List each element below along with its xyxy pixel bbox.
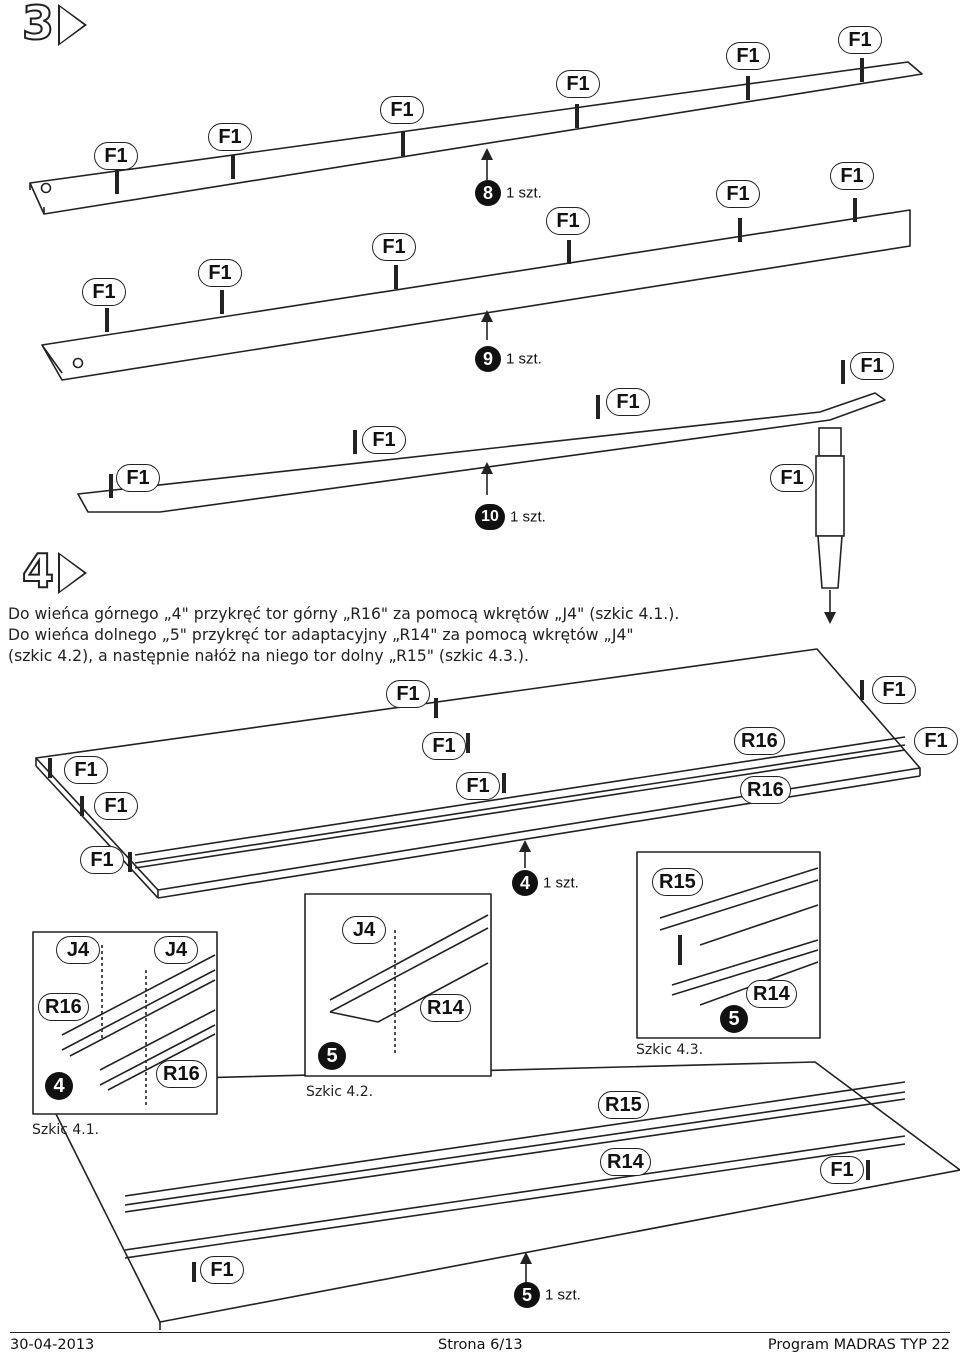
part-label-f1: F1	[606, 388, 650, 416]
part-label-f1: F1	[838, 26, 882, 54]
sketch-caption: Szkic 4.3.	[636, 1042, 704, 1058]
footer-date: 30-04-2013	[10, 1337, 95, 1353]
part-label-r16: R16	[740, 776, 791, 804]
part-label-r15: R15	[598, 1091, 649, 1119]
instructions: Do wieńca górnego „4" przykręć tor górny…	[8, 604, 768, 667]
part-label-f1: F1	[456, 772, 500, 800]
part-label-f1: F1	[770, 464, 814, 492]
part-label-r14: R14	[746, 980, 797, 1008]
part-qty-10: 10 1 szt.	[475, 504, 546, 530]
instruction-line: Do wieńca dolnego „5" przykręć tor adapt…	[8, 626, 634, 644]
part-label-f1: F1	[726, 42, 770, 70]
part-label-f1: F1	[850, 352, 894, 380]
part-label-f1: F1	[422, 732, 466, 760]
step-number-3: 3	[21, 0, 55, 50]
part-qty-text: 1 szt.	[506, 350, 542, 368]
part-label-f1: F1	[386, 680, 430, 708]
part-label-f1: F1	[116, 464, 160, 492]
part-number-badge: 8	[475, 180, 501, 206]
part-label-f1: F1	[200, 1256, 244, 1284]
part-label-f1: F1	[372, 233, 416, 261]
part-label-f1: F1	[380, 96, 424, 124]
part-number-badge: 10	[475, 504, 505, 530]
part-label-j4: J4	[154, 936, 198, 964]
part-label-f1: F1	[820, 1156, 864, 1184]
part-label-r14: R14	[420, 994, 471, 1022]
sketch-badge: 5	[720, 1005, 748, 1033]
part-qty-4: 4 1 szt.	[512, 870, 579, 896]
part-label-f1: F1	[208, 123, 252, 151]
footer-program: Program MADRAS TYP 22	[767, 1337, 950, 1353]
sketch-badge: 4	[45, 1072, 73, 1100]
page-footer: 30-04-2013 Strona 6/13 Program MADRAS TY…	[10, 1332, 950, 1353]
part-label-f1: F1	[830, 162, 874, 190]
part-label-f1: F1	[914, 727, 958, 755]
step-number-4: 4	[21, 544, 55, 598]
part-label-j4: J4	[56, 936, 100, 964]
instruction-line: Do wieńca górnego „4" przykręć tor górny…	[8, 605, 680, 623]
sketch-caption: Szkic 4.2.	[306, 1084, 374, 1100]
part-qty-9: 9 1 szt.	[475, 346, 542, 372]
part-number-badge: 5	[514, 1282, 540, 1308]
sketch-caption: Szkic 4.1.	[32, 1122, 100, 1138]
part-label-r14: R14	[600, 1148, 651, 1176]
part-label-r16: R16	[156, 1060, 207, 1088]
part-label-f1: F1	[80, 846, 124, 874]
footer-page: Strona 6/13	[438, 1337, 523, 1353]
part-label-f1: F1	[872, 676, 916, 704]
part-label-f1: F1	[198, 259, 242, 287]
part-label-f1: F1	[64, 756, 108, 784]
part-label-j4: J4	[342, 916, 386, 944]
part-label-f1: F1	[556, 70, 600, 98]
instruction-line: (szkic 4.2), a następnie nałóż na niego …	[8, 647, 529, 665]
part-number-badge: 9	[475, 346, 501, 372]
part-label-f1: F1	[94, 142, 138, 170]
part-label-f1: F1	[362, 426, 406, 454]
part-number-badge: 4	[512, 870, 538, 896]
part-label-f1: F1	[716, 180, 760, 208]
part-label-r15: R15	[652, 868, 703, 896]
sketch-badge: 5	[318, 1042, 346, 1070]
part-qty-text: 1 szt.	[510, 508, 546, 526]
part-label-r16: R16	[734, 727, 785, 755]
part-label-f1: F1	[82, 278, 126, 306]
part-qty-5: 5 1 szt.	[514, 1282, 581, 1308]
part-qty-8: 8 1 szt.	[475, 180, 542, 206]
part-label-f1: F1	[94, 792, 138, 820]
part-qty-text: 1 szt.	[545, 1286, 581, 1304]
part-label-f1: F1	[546, 207, 590, 235]
part-qty-text: 1 szt.	[543, 874, 579, 892]
part-qty-text: 1 szt.	[506, 184, 542, 202]
part-label-r16: R16	[38, 993, 89, 1021]
